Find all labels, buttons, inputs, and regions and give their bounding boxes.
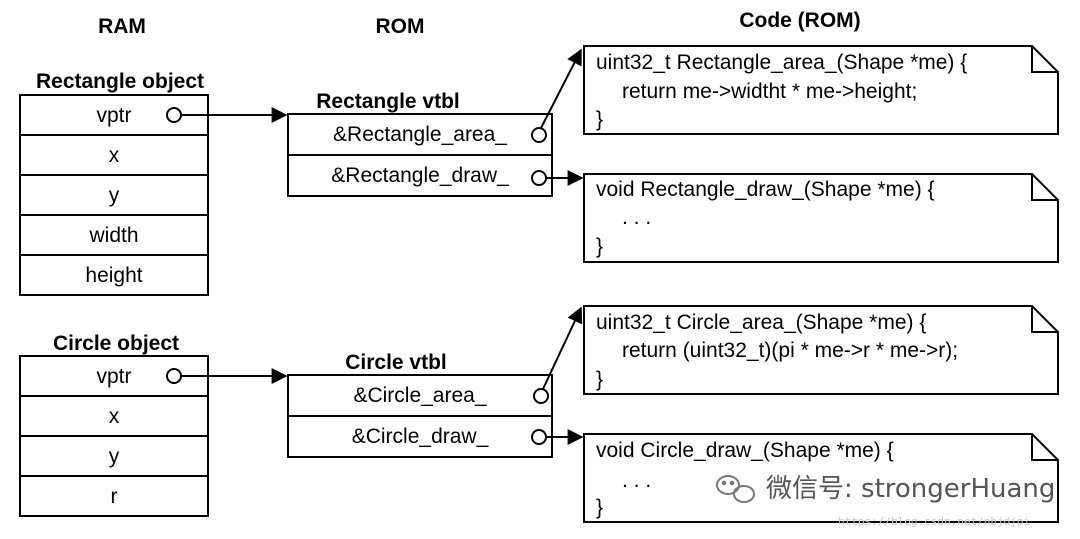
circle-area-arrow [542, 306, 583, 390]
circle-vptr-dot [166, 368, 182, 384]
circle-draw-dot [531, 429, 547, 445]
rect-draw-body: . . . [622, 206, 651, 229]
rom-header: ROM [376, 15, 425, 38]
rect-draw-signature: void Rectangle_draw_(Shape *me) { [596, 178, 935, 201]
circle-draw-close: } [596, 496, 603, 519]
rect-draw-close: } [596, 235, 603, 258]
code-box-circle-area: uint32_t Circle_area_(Shape *me) { retur… [583, 305, 1059, 395]
circle-object-title: Circle object [53, 332, 179, 355]
wechat-id-text: 微信号: strongerHuang [766, 474, 1055, 504]
rect-field-x: x [109, 144, 120, 167]
rect-field-height: height [85, 264, 142, 287]
rect-vtbl-draw-entry: &Rectangle_draw_ [331, 164, 509, 187]
circle-field-x: x [109, 405, 120, 428]
rect-field-y: y [109, 184, 120, 207]
code-box-circle-draw: void Circle_draw_(Shape *me) { . . . } [583, 433, 1059, 523]
circle-vtbl-title: Circle vtbl [345, 351, 447, 374]
code-box-rectangle-draw: void Rectangle_draw_(Shape *me) { . . . … [583, 173, 1059, 263]
circle-vtbl-area-entry: &Circle_area_ [353, 384, 486, 407]
circle-field-y: y [109, 445, 120, 468]
rect-area-arrow [540, 48, 582, 129]
rectangle-vtbl-title: Rectangle vtbl [316, 90, 460, 113]
rect-area-dot [531, 127, 547, 143]
code-box-rectangle-area: uint32_t Rectangle_area_(Shape *me) { re… [583, 45, 1059, 135]
circle-draw-signature: void Circle_draw_(Shape *me) { [596, 439, 894, 462]
circle-object-table: vptr x y r [19, 355, 209, 517]
ram-header: RAM [98, 15, 146, 38]
rectangle-object-title: Rectangle object [36, 70, 204, 93]
circle-field-vptr: vptr [96, 365, 131, 388]
rect-field-width: width [88, 224, 138, 247]
rect-area-close: } [596, 108, 603, 131]
circle-vtbl-table: &Circle_area_ &Circle_draw_ [287, 374, 553, 458]
rectangle-object-table: vptr x y width height [19, 94, 209, 296]
circle-vtbl-draw-entry: &Circle_draw_ [352, 425, 489, 448]
rect-area-body: return me->widtht * me->height; [622, 80, 917, 103]
circle-draw-body: . . . [622, 469, 651, 492]
rect-draw-dot [531, 170, 547, 186]
wechat-watermark: 微信号: strongerHuang https://blog.csdn.net… [716, 474, 1055, 528]
rect-vtbl-area-entry: &Rectangle_area_ [333, 123, 507, 146]
wechat-icon [716, 475, 755, 503]
rect-field-vptr: vptr [96, 104, 131, 127]
rectangle-vtbl-table: &Rectangle_area_ &Rectangle_draw_ [287, 113, 553, 197]
circle-field-r: r [111, 485, 118, 508]
circle-area-close: } [596, 368, 603, 391]
rect-area-signature: uint32_t Rectangle_area_(Shape *me) { [596, 51, 967, 74]
rect-vptr-dot [166, 107, 182, 123]
code-rom-header: Code (ROM) [739, 9, 860, 32]
blog-url-watermark: https://blog.csdn.net/nbjdjpi [838, 515, 1030, 528]
circle-area-dot [533, 388, 549, 404]
circle-area-signature: uint32_t Circle_area_(Shape *me) { [596, 311, 926, 334]
circle-area-body: return (uint32_t)(pi * me->r * me->r); [622, 339, 958, 362]
